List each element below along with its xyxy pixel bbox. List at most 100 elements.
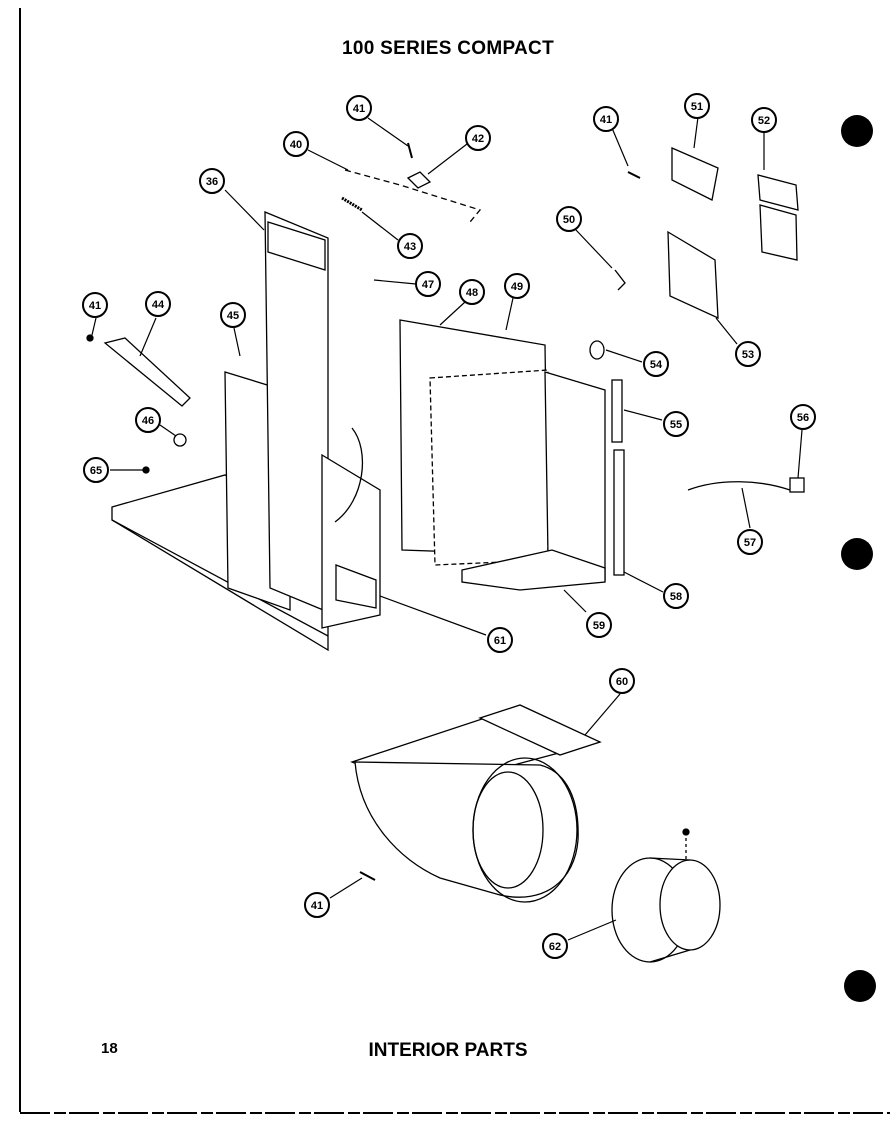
callout-52: 52 <box>751 107 777 133</box>
leader-line <box>611 127 629 167</box>
callout-circle <box>459 279 485 305</box>
plate-52-drawing <box>757 174 799 211</box>
blower-wheel-edge <box>649 857 691 861</box>
leader-line <box>693 116 699 149</box>
filter-strip-drawing <box>611 379 623 443</box>
callout-50: 50 <box>556 206 582 232</box>
leader-line <box>139 317 157 357</box>
callout-label: 60 <box>616 676 628 688</box>
binder-hole-icon <box>841 115 873 147</box>
callout-44: 44 <box>145 291 171 317</box>
callout-label: 54 <box>650 359 663 371</box>
callout-circle <box>593 106 619 132</box>
callout-65: 65 <box>83 457 109 483</box>
callout-circle <box>199 168 225 194</box>
callout-circle <box>135 407 161 433</box>
blower-inlet-drawing <box>472 771 544 889</box>
callout-label: 55 <box>670 419 682 431</box>
blower-wheel-rim-drawing <box>659 859 721 951</box>
callout-label: 58 <box>670 591 682 603</box>
leader-line <box>605 349 643 363</box>
bottom-rail-drawing <box>461 549 606 591</box>
part-50-drawing <box>614 269 626 291</box>
callout-43: 43 <box>397 233 423 259</box>
callout-label: 44 <box>152 299 165 311</box>
callout-label: 65 <box>90 465 102 477</box>
leader-line <box>91 317 97 336</box>
callout-45: 45 <box>220 302 246 328</box>
callout-61: 61 <box>487 627 513 653</box>
nut-46-icon <box>173 433 187 447</box>
leader-line <box>427 143 468 175</box>
callout-label: 49 <box>511 281 523 293</box>
control-bracket-51-drawing <box>671 147 719 201</box>
callout-41: 41 <box>82 292 108 318</box>
callout-circle <box>465 125 491 151</box>
callout-49: 49 <box>504 273 530 299</box>
callout-label: 56 <box>797 412 809 424</box>
callout-circle <box>304 892 330 918</box>
callout-label: 46 <box>142 415 154 427</box>
callout-57: 57 <box>737 529 763 555</box>
callout-56: 56 <box>790 404 816 430</box>
callout-circle <box>556 206 582 232</box>
leader-line <box>563 589 587 613</box>
callout-53: 53 <box>735 341 761 367</box>
callout-circle <box>82 292 108 318</box>
clip-56-drawing <box>789 477 805 493</box>
callout-label: 61 <box>494 635 506 647</box>
leader-line <box>623 409 663 421</box>
callout-58: 58 <box>663 583 689 609</box>
screw-icon <box>86 334 94 342</box>
leader-line <box>715 317 738 345</box>
callout-circle <box>737 529 763 555</box>
callout-label: 47 <box>422 279 434 291</box>
callout-circle <box>145 291 171 317</box>
base-pan-edge <box>111 519 329 637</box>
screw-icon <box>407 142 413 159</box>
callout-label: 62 <box>549 941 561 953</box>
leader-line <box>575 229 613 269</box>
callout-label: 36 <box>206 176 218 188</box>
center-housing-front-drawing <box>429 369 549 566</box>
leader-line <box>159 424 177 437</box>
callout-55: 55 <box>663 411 689 437</box>
callout-label: 52 <box>758 115 770 127</box>
callout-47: 47 <box>415 271 441 297</box>
callout-label: 48 <box>466 287 478 299</box>
scroll-edge-drawing <box>334 427 364 523</box>
leader-line <box>505 297 514 331</box>
callout-circle <box>751 107 777 133</box>
page-title: 100 SERIES COMPACT <box>342 38 554 59</box>
callout-51: 51 <box>684 93 710 119</box>
leader-line <box>224 189 265 231</box>
callout-circle <box>346 95 372 121</box>
callout-circle <box>487 627 513 653</box>
leader-line <box>584 693 621 736</box>
callout-46: 46 <box>135 407 161 433</box>
page-number: 18 <box>101 1040 118 1057</box>
callout-circle <box>415 271 441 297</box>
callout-42: 42 <box>465 125 491 151</box>
callout-62: 62 <box>542 933 568 959</box>
screw-icon <box>359 871 376 881</box>
right-frame-drawing <box>544 371 606 581</box>
leader-line <box>797 429 803 479</box>
spring-43-drawing <box>341 196 363 212</box>
cable-57-drawing <box>687 481 791 491</box>
blower-wheel-edge <box>649 949 691 963</box>
leader-line <box>233 327 241 357</box>
callout-circle <box>542 933 568 959</box>
callout-label: 53 <box>742 349 754 361</box>
callout-label: 42 <box>472 133 484 145</box>
divider-bracket-drawing <box>335 564 377 609</box>
leader-line <box>623 571 664 593</box>
partition-panel-drawing <box>264 211 329 613</box>
bracket-44-drawing <box>103 337 191 407</box>
callout-circle <box>283 131 309 157</box>
leader-line <box>379 595 487 636</box>
callout-circle <box>220 302 246 328</box>
callout-label: 57 <box>744 537 756 549</box>
